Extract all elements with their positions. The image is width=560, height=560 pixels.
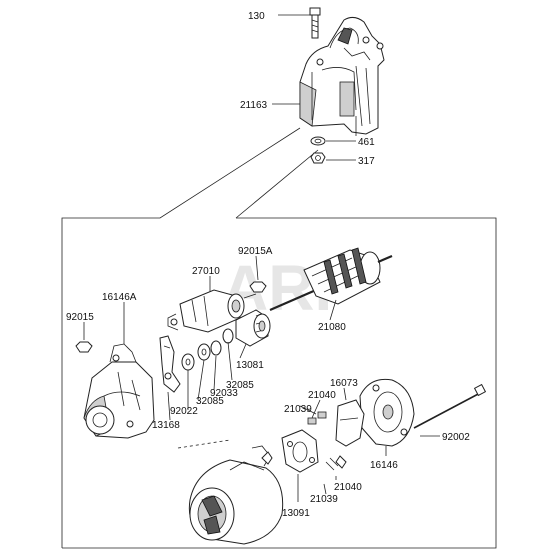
callout-16073: 16073	[330, 378, 358, 389]
solenoid-27010	[167, 289, 257, 333]
nut-92015	[75, 341, 93, 353]
exploded-view-frame	[61, 127, 497, 549]
callout-21039-b: 21039	[310, 494, 338, 505]
leader-lines-exploded	[83, 255, 440, 502]
nut-92015A	[249, 281, 267, 293]
brush-holder-13091	[281, 429, 319, 473]
washer-32085-b	[222, 328, 234, 344]
callout-16146: 16146	[370, 460, 398, 471]
callout-21039-a: 21039	[284, 404, 312, 415]
callout-16146A: 16146A	[102, 292, 137, 303]
leader-lines-top	[272, 14, 356, 161]
end-frame-16146	[359, 378, 415, 447]
armature-21080	[269, 247, 393, 312]
through-bolt-92002	[413, 383, 487, 429]
callout-92033: 92033	[210, 388, 238, 399]
callout-32085-b: 32085	[196, 396, 224, 407]
washer-92033	[197, 343, 211, 361]
yoke-field-coil	[177, 439, 284, 545]
callout-27010: 27010	[192, 266, 220, 277]
callout-13168: 13168	[152, 420, 180, 431]
callout-21163: 21163	[240, 100, 268, 111]
callout-92002: 92002	[442, 432, 470, 443]
callout-13081: 13081	[236, 360, 264, 371]
front-housing-16146A	[83, 343, 155, 439]
pinion-clutch-13081	[235, 309, 271, 347]
callout-92015A: 92015A	[238, 246, 273, 257]
callout-21080: 21080	[318, 322, 346, 333]
callout-21040-b: 21040	[334, 482, 362, 493]
callout-92022: 92022	[170, 406, 198, 417]
callout-labels: 130 21163 461 317 92015A 27010 16146A 92…	[66, 11, 470, 519]
lever-13168	[159, 335, 181, 393]
washer-32085-a	[210, 340, 222, 356]
callout-13091: 13091	[282, 508, 310, 519]
callout-21040-a: 21040	[308, 390, 336, 401]
brush-plate-16073	[307, 399, 365, 471]
callout-317: 317	[358, 156, 375, 167]
callout-32085-a: 32085	[226, 380, 254, 391]
callout-92015: 92015	[66, 312, 94, 323]
callout-130: 130	[248, 11, 265, 22]
washer-92022	[181, 353, 195, 371]
callout-461: 461	[358, 137, 375, 148]
starter-motor-assembly	[299, 7, 385, 164]
